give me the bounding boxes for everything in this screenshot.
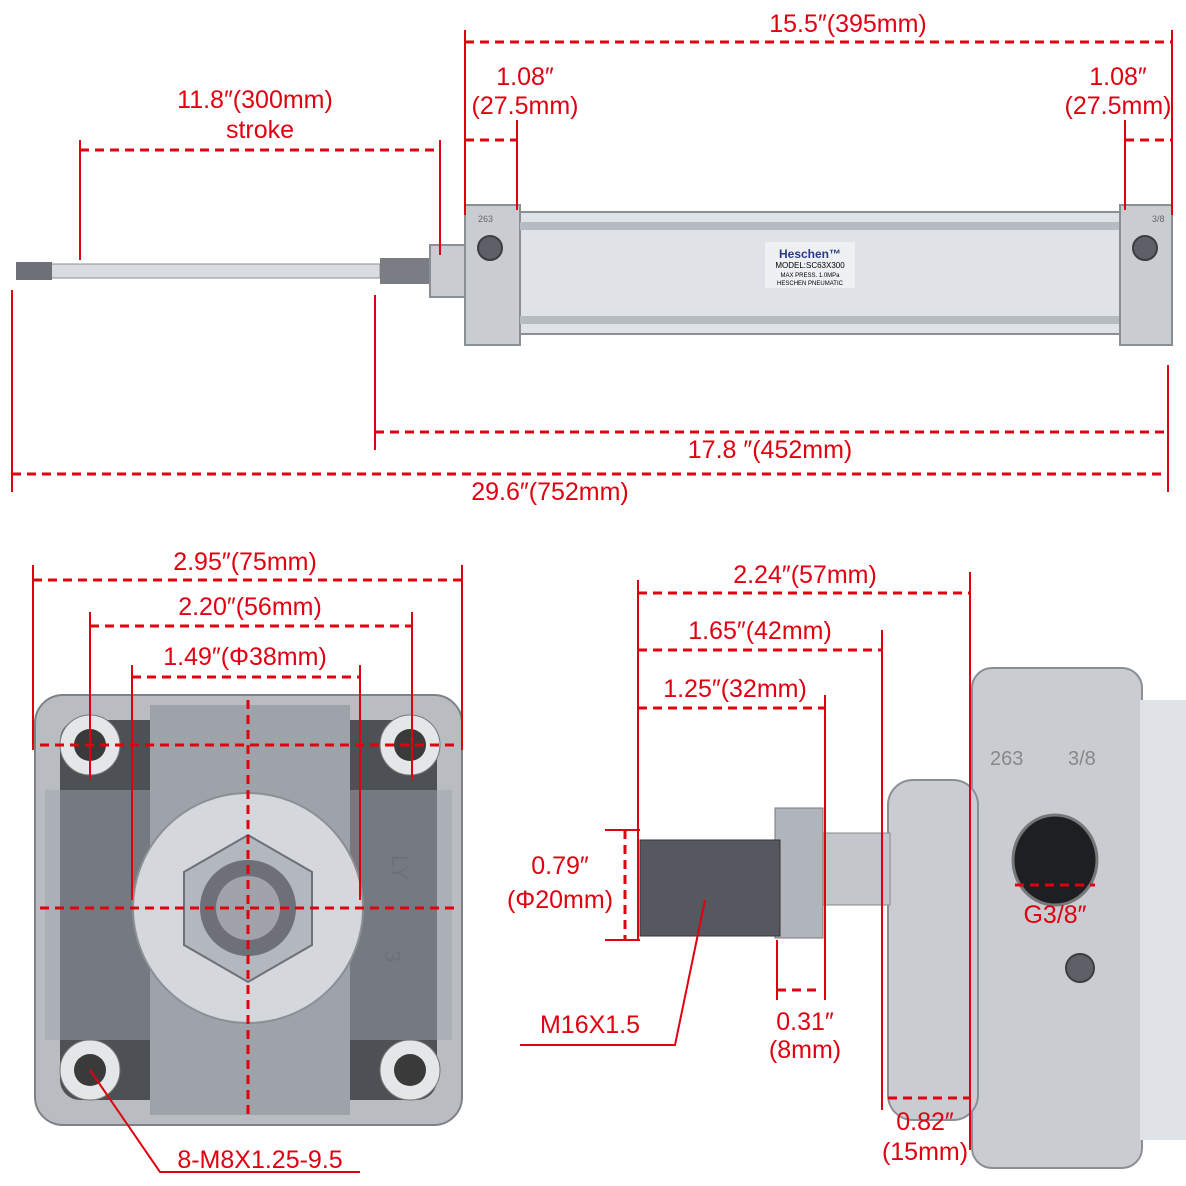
threaded-rod (639, 839, 781, 937)
closed-length: 17.8 ″(452mm) (688, 436, 852, 464)
cap-mark: 263 (990, 748, 1023, 770)
bolt-spacing: 2.20″(56mm) (178, 593, 322, 621)
piston-rod (49, 263, 381, 279)
rod-diameter: 0.79″ (531, 852, 589, 880)
dim-42mm: 1.65″(42mm) (688, 617, 832, 645)
side-view: 263 3/8 2.24″(57mm) 1.65″(42mm) 1.25″(32… (507, 561, 1186, 1169)
overall-body-length: 15.5″(395mm) (769, 10, 927, 38)
plate-mark: 3 (380, 950, 405, 962)
port-left (477, 235, 503, 261)
cap-left-dim-mm: (27.5mm) (472, 92, 579, 120)
boss-diameter: 1.49″(Φ38mm) (163, 643, 327, 671)
cap-mark: 263 (478, 214, 493, 224)
nut-width-mm: (8mm) (769, 1036, 841, 1064)
screw-hole (1065, 953, 1095, 983)
plate-mark: LY (387, 855, 412, 881)
cap-mark: 3/8 (1152, 214, 1165, 224)
nut-width: 0.31″ (776, 1008, 834, 1036)
dim-32mm: 1.25″(32mm) (663, 675, 807, 703)
rod-nut (380, 258, 430, 284)
model-label: MODEL:SC63X300 (775, 261, 845, 270)
end-cap-left (464, 204, 521, 346)
cap-left-dim: 1.08″ (496, 63, 554, 91)
port-right (1132, 235, 1158, 261)
rod-boss (429, 244, 466, 298)
end-cap-right (1119, 204, 1173, 346)
dim-57mm: 2.24″(57mm) (733, 561, 877, 589)
boss-length-mm: (15mm) (882, 1138, 968, 1166)
air-port (1011, 813, 1099, 907)
pressure-label: MAX PRESS. 1.0MPa (780, 273, 840, 279)
hex-nut (774, 807, 824, 939)
end-view: LY 3 2.95″(75mm) 2.20″(56mm) 1.49″(Φ38mm… (32, 548, 463, 1174)
port-thread: G3/8″ (1023, 901, 1086, 929)
brand-label: Heschen™ (779, 247, 841, 261)
rod-neck (819, 832, 891, 906)
front-boss (887, 779, 979, 1121)
bolt-thread-spec: 8-M8X1.25-9.5 (177, 1146, 342, 1174)
stroke-label: stroke (226, 116, 294, 144)
maker-label: HESCHEN PNEUMATIC (777, 281, 844, 287)
boss-length: 0.82″ (896, 1108, 954, 1136)
rod-thread (16, 262, 52, 280)
cap-right-dim: 1.08″ (1089, 63, 1147, 91)
top-view: 263 3/8 Heschen™ MODEL:SC63X300 MAX PRES… (11, 10, 1173, 506)
thread-spec: M16X1.5 (540, 1011, 640, 1039)
stroke-dim: 11.8″(300mm) (177, 86, 333, 114)
cap-right-dim-mm: (27.5mm) (1065, 92, 1172, 120)
cap-mark: 3/8 (1068, 748, 1096, 770)
product-label (765, 242, 855, 288)
extended-length: 29.6″(752mm) (471, 478, 629, 506)
plate-width: 2.95″(75mm) (173, 548, 317, 576)
rod-diameter-mm: (Φ20mm) (507, 886, 613, 914)
